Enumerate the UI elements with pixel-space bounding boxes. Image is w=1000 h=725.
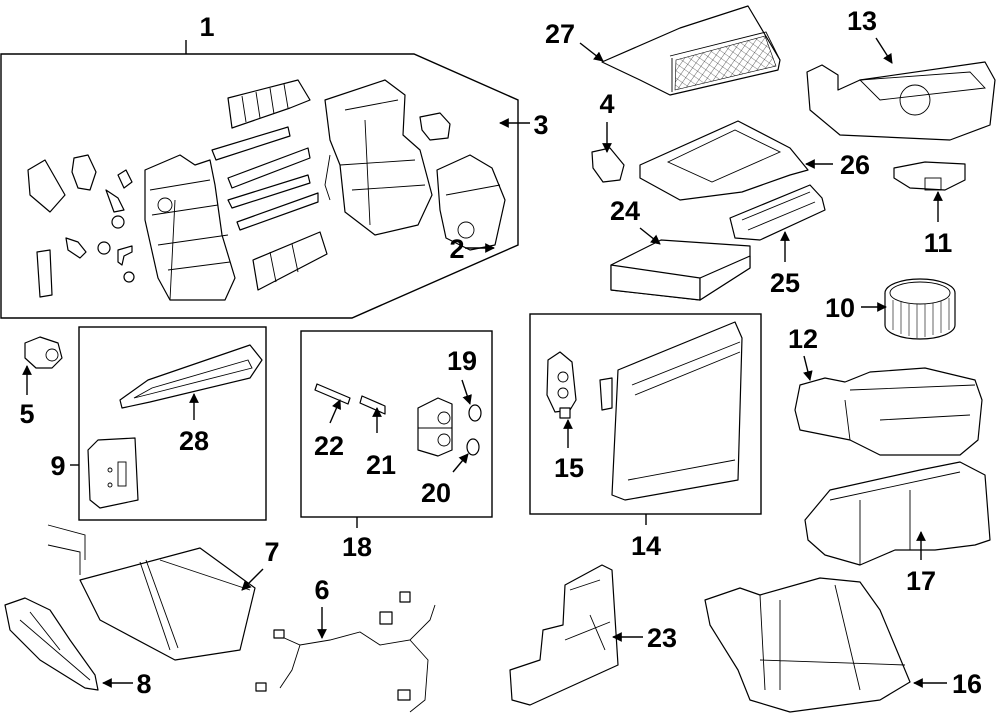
- part-23-bracket[interactable]: [509, 564, 619, 706]
- callout-labels: 1 2 3 4 5 6 7 8 9 10 11 12 13 14 15 16 1…: [19, 6, 982, 699]
- callout-13: 13: [847, 6, 877, 36]
- callout-2: 2: [449, 234, 464, 264]
- leader-13: [875, 37, 893, 64]
- callout-28: 28: [179, 426, 209, 456]
- part-2-actuator-case[interactable]: [436, 154, 506, 251]
- leader-19: [461, 379, 472, 405]
- part-25-vent-duct[interactable]: [729, 184, 826, 241]
- callout-11: 11: [924, 228, 953, 258]
- callout-4: 4: [599, 89, 614, 119]
- callout-18: 18: [342, 532, 372, 562]
- part-19-o-ring[interactable]: [468, 404, 482, 422]
- part-15-sensor[interactable]: [546, 351, 577, 419]
- part-11-resistor[interactable]: [893, 161, 966, 191]
- part-13-blower-case-upper[interactable]: [806, 61, 996, 141]
- callout-8: 8: [136, 669, 151, 699]
- part-14-evaporator[interactable]: [599, 321, 743, 501]
- callout-3: 3: [533, 110, 548, 140]
- part-28-seal[interactable]: [119, 344, 263, 409]
- callout-12: 12: [788, 324, 818, 354]
- leader-20: [452, 453, 469, 473]
- callout-19: 19: [447, 346, 477, 376]
- part-27-inlet-duct[interactable]: [601, 5, 781, 96]
- callout-10: 10: [825, 293, 855, 323]
- part-22-tube[interactable]: [314, 383, 351, 405]
- callout-23: 23: [647, 623, 677, 653]
- callout-17: 17: [906, 566, 936, 596]
- part-17-floor-duct[interactable]: [804, 461, 991, 566]
- leaders: [22, 37, 947, 688]
- callout-27: 27: [545, 19, 575, 49]
- part-5-fitting[interactable]: [24, 336, 63, 369]
- callout-6: 6: [314, 575, 329, 605]
- part-24-cabin-filter[interactable]: [610, 239, 751, 301]
- callout-26: 26: [840, 150, 870, 180]
- callout-24: 24: [610, 196, 640, 226]
- callout-7: 7: [264, 537, 279, 567]
- group-18-frame: [300, 330, 493, 528]
- leader-7: [241, 568, 264, 591]
- callout-15: 15: [554, 453, 584, 483]
- callout-25: 25: [770, 268, 800, 298]
- part-case-assembly-right: [324, 79, 433, 236]
- callout-9: 9: [50, 451, 65, 481]
- callout-22: 22: [314, 431, 344, 461]
- part-case-assembly-left[interactable]: [144, 154, 236, 301]
- part-16-lower-case[interactable]: [704, 577, 911, 713]
- part-12-blower-case-lower[interactable]: [794, 367, 983, 456]
- group-14-frame: [529, 313, 762, 525]
- part-6-wiring-harness[interactable]: [255, 591, 436, 713]
- part-3-actuator[interactable]: [419, 112, 451, 141]
- callout-5: 5: [19, 399, 34, 429]
- callout-16: 16: [952, 669, 982, 699]
- part-small-fitting: [36, 154, 135, 298]
- leader-27: [579, 42, 604, 62]
- group-9-frame: [70, 326, 267, 521]
- part-10-blower-motor[interactable]: [884, 278, 956, 340]
- part-upper-duct: [211, 79, 328, 291]
- callout-20: 20: [421, 478, 451, 508]
- group-1-frame: [0, 40, 519, 319]
- part-8-heater-pipe[interactable]: [4, 597, 99, 691]
- leader-24: [639, 227, 661, 245]
- callout-21: 21: [366, 450, 396, 480]
- part-9-control-panel[interactable]: [87, 437, 139, 509]
- part-7-heater-core[interactable]: [47, 524, 256, 661]
- part-21-pin[interactable]: [359, 395, 386, 415]
- callout-14: 14: [631, 531, 661, 561]
- part-mesh-screen: [27, 159, 66, 213]
- part-4-clip[interactable]: [591, 147, 625, 183]
- callout-1: 1: [199, 12, 214, 42]
- part-26-filter-frame[interactable]: [639, 120, 809, 201]
- part-expansion-valve: [417, 397, 453, 457]
- leader-22: [329, 399, 341, 424]
- part-20-o-ring[interactable]: [466, 438, 480, 456]
- leader-12: [803, 355, 813, 381]
